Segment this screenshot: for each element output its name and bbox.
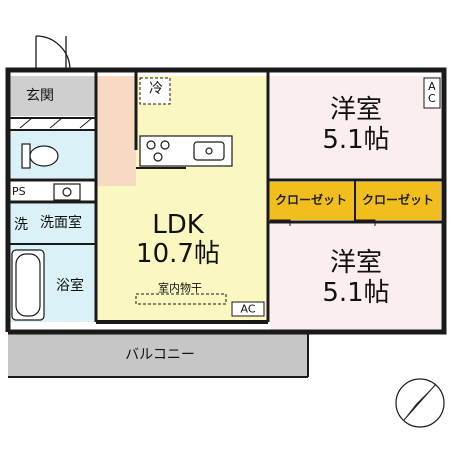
closet-right-label: クローゼット: [361, 193, 435, 207]
western-ac-unit: [423, 77, 441, 109]
ldk-ac-unit: [231, 301, 265, 317]
entry-door: [35, 35, 71, 71]
ldk-floor-lower: [96, 186, 136, 322]
genkan-floor: [10, 76, 96, 116]
western-top-floor: [270, 76, 441, 180]
closet-left-label: クローゼット: [274, 193, 348, 207]
north-arrow-icon: [395, 378, 445, 428]
fridge-outline: [139, 77, 171, 105]
ldk-area: 10.7帖: [136, 239, 220, 269]
washer-icon-label: 洗: [14, 217, 28, 233]
ps-label: PS: [12, 185, 26, 198]
western-bottom-area: 5.1帖: [322, 278, 390, 308]
kitchen-counter: [139, 135, 233, 167]
western-top-label: 洋室: [329, 95, 383, 125]
laundry-label: 室内物干: [158, 281, 202, 295]
basin-icon: [53, 183, 81, 201]
closet-doors: [270, 219, 376, 226]
balcony-label: バルコニー: [125, 347, 195, 363]
shoe-storage: [10, 116, 96, 130]
fridge-label: 冷: [149, 81, 163, 97]
closet-left-floor: [268, 182, 354, 220]
corridor-floor: [96, 76, 136, 186]
washroom-label: 洗面室: [40, 215, 82, 231]
toilet-icon: [21, 143, 59, 169]
western-ac-label: A C: [428, 80, 436, 106]
washroom-floor: [10, 204, 96, 244]
ldk-ac-label: AC: [240, 302, 256, 316]
closet-right-floor: [356, 182, 441, 220]
bathtub-icon: [11, 249, 45, 321]
western-bottom-floor: [270, 222, 441, 330]
ldk-floor: [136, 76, 268, 322]
indoor-drying-rail: [135, 293, 227, 305]
balcony-floor: [8, 332, 308, 377]
bath-label: 浴室: [56, 278, 84, 294]
genkan-label: 玄関: [26, 88, 54, 104]
shoe-storage-hatch: [19, 117, 93, 129]
ldk-label: LDK: [152, 210, 204, 240]
western-bottom-label: 洋室: [329, 248, 383, 278]
walls: [5, 67, 447, 378]
western-top-area: 5.1帖: [322, 125, 390, 155]
